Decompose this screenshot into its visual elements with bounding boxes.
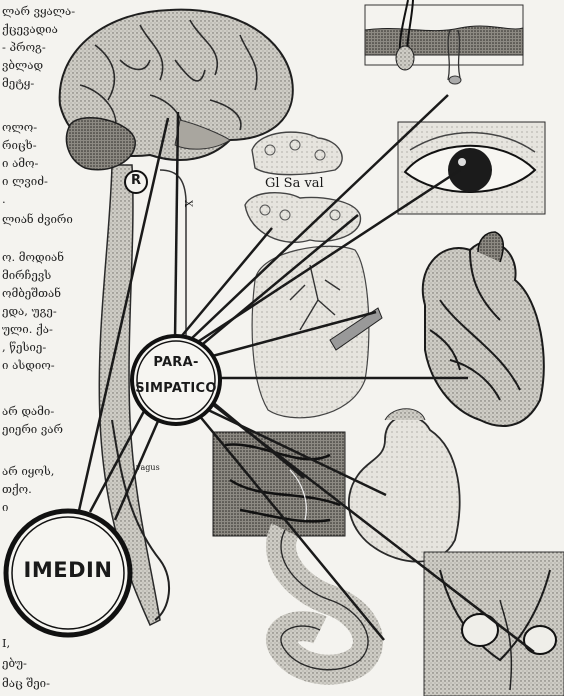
text-line: არ იყოს, bbox=[2, 464, 54, 478]
sweat-gland-drawing bbox=[365, 0, 523, 84]
text-line: ომბეშთან bbox=[2, 286, 61, 300]
text-line: , წესიე- bbox=[2, 340, 46, 354]
glands-label: Gl Sa val bbox=[265, 176, 324, 191]
text-line: ული. ქა- bbox=[2, 322, 53, 336]
lung-drawing bbox=[252, 246, 382, 418]
text-line: ებუ- bbox=[2, 656, 27, 670]
text-line: - პროგ- bbox=[2, 40, 46, 54]
text-line: რიცხ- bbox=[2, 138, 37, 152]
heart-drawing bbox=[423, 232, 544, 426]
text-line: ედა, უგე- bbox=[2, 304, 57, 318]
text-line: ოლო- bbox=[2, 120, 37, 134]
parasimpatico-label: PARA- SIMPATICO bbox=[130, 350, 222, 402]
text-line: მაც შეი- bbox=[2, 676, 50, 690]
text-line: ი ლვიძ- bbox=[2, 174, 48, 188]
text-line: მირჩევს bbox=[2, 268, 51, 282]
text-line: თქო. bbox=[2, 482, 32, 496]
text-line: ვბლად bbox=[2, 58, 43, 72]
text-line: მეტყ- bbox=[2, 76, 34, 90]
pelvic-organs-drawing bbox=[424, 552, 564, 696]
text-line: ეიერი ვარ bbox=[2, 422, 63, 436]
intestine-drawing bbox=[281, 530, 368, 670]
text-line: ი ასდიო- bbox=[2, 358, 55, 372]
nerve-mark-label: X bbox=[182, 200, 193, 207]
text-line: არ დამი- bbox=[2, 404, 54, 418]
text-line: I, bbox=[2, 636, 10, 650]
vagus-mark-label: vagus bbox=[136, 463, 160, 472]
liver-drawing bbox=[213, 432, 345, 536]
imedin-label: IMEDIN bbox=[8, 558, 128, 582]
text-line: ქცევადია bbox=[2, 22, 58, 36]
text-line: ლარ ვყალა- bbox=[2, 4, 75, 18]
text-line: ი ამო- bbox=[2, 156, 38, 170]
parasimpatico-label-line2: SIMPATICO bbox=[130, 376, 222, 402]
circled-r-label: R bbox=[124, 173, 148, 188]
text-line: ლიან ძვირი bbox=[2, 212, 73, 226]
text-line: ი bbox=[2, 500, 8, 514]
eye-drawing bbox=[398, 122, 545, 214]
text-line: . bbox=[2, 192, 6, 206]
text-line: ო. მოდიან bbox=[2, 250, 64, 264]
parasimpatico-label-line1: PARA- bbox=[130, 350, 222, 376]
